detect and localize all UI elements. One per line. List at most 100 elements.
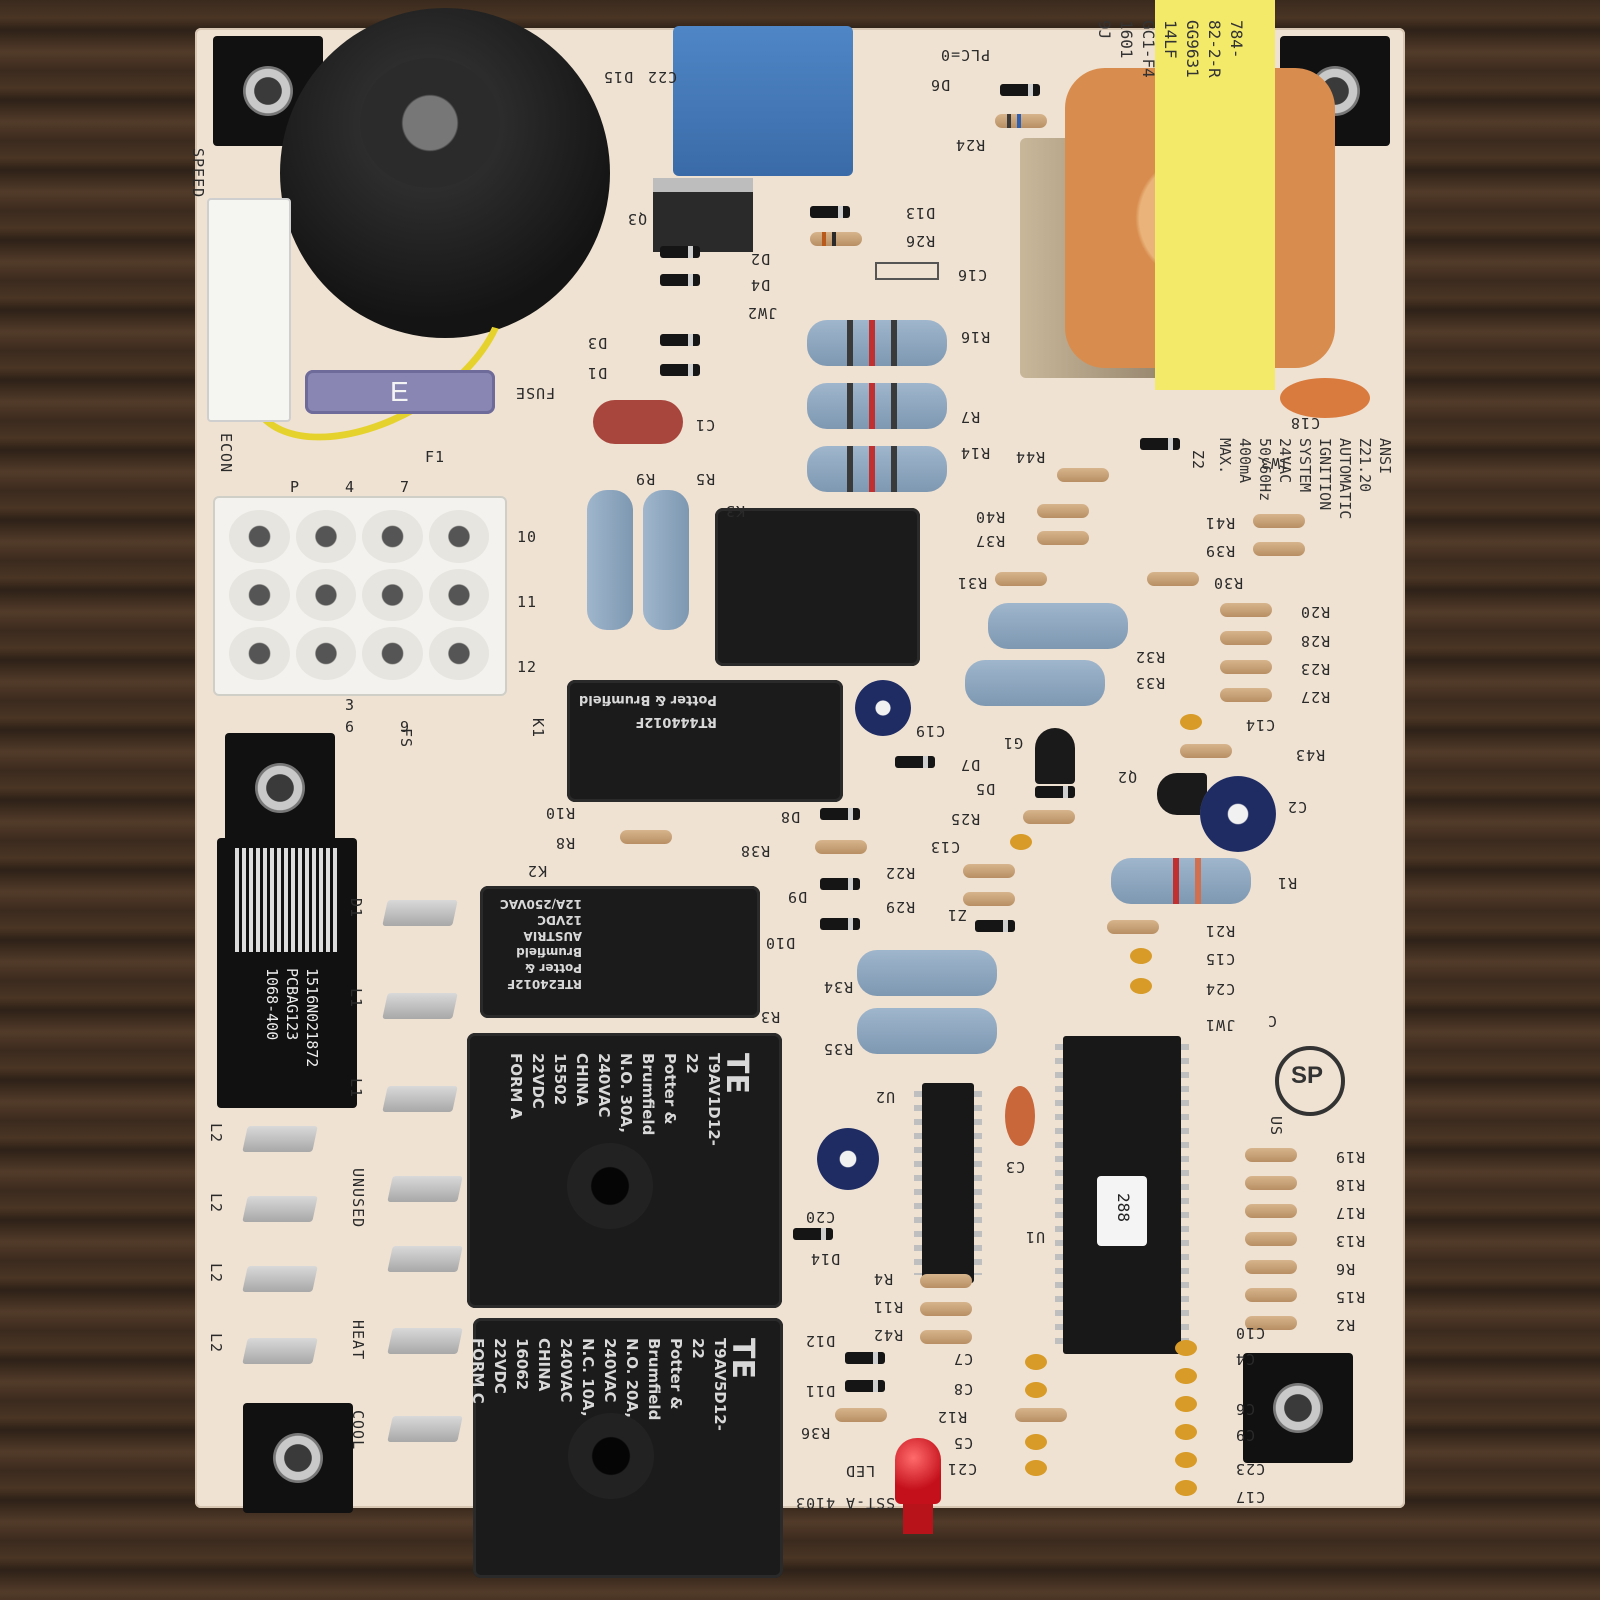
pin-num-10: 10 xyxy=(517,528,538,546)
resistor-r5 xyxy=(643,490,689,630)
resistor-r22 xyxy=(963,864,1015,878)
ref-r6: R6 xyxy=(1335,1260,1356,1278)
ref-k2: K2 xyxy=(527,862,548,880)
diode-d13 xyxy=(810,206,850,218)
terminal-l2-b[interactable] xyxy=(242,1196,318,1222)
capacitor-c14 xyxy=(1180,714,1202,730)
resistor-r27 xyxy=(1220,688,1272,702)
terminal-l1-a[interactable] xyxy=(382,993,458,1019)
ref-c16: C16 xyxy=(957,266,988,284)
ref-z1: Z1 xyxy=(947,906,968,924)
ref-c17: C17 xyxy=(1235,1488,1266,1506)
capacitor-c24 xyxy=(1130,978,1152,994)
ref-r2: R2 xyxy=(1335,1316,1356,1334)
ref-r35: R35 xyxy=(823,1040,854,1058)
diode-d1 xyxy=(660,364,700,376)
pin-num-6: 6 xyxy=(345,718,356,736)
k2-line: RTE24012F xyxy=(506,977,582,991)
pin xyxy=(362,627,423,680)
capacitor-c23 xyxy=(1175,1452,1197,1468)
transformer-line: GC1-F4 1601 xyxy=(1117,20,1158,78)
ref-r18: R18 xyxy=(1335,1176,1366,1194)
heat-relay-model: T9AV1D12-22 xyxy=(683,1053,723,1146)
resistor-r23 xyxy=(1220,660,1272,674)
capacitor-c21 xyxy=(1025,1460,1047,1476)
mount-hole-bottom-right xyxy=(1243,1353,1353,1463)
ref-c14: C14 xyxy=(1245,716,1276,734)
terminal-heat[interactable] xyxy=(387,1328,463,1354)
ref-d12: D12 xyxy=(805,1332,836,1350)
diode-d4 xyxy=(660,274,700,286)
heat-relay-form: FORM A xyxy=(507,1053,525,1120)
ref-r28: R28 xyxy=(1300,632,1331,650)
resistor-r37 xyxy=(1037,531,1089,545)
ref-r15: R15 xyxy=(1335,1288,1366,1306)
resistor-r40 xyxy=(1037,504,1089,518)
terminal-l2-c[interactable] xyxy=(242,1266,318,1292)
ref-r33: R33 xyxy=(1135,674,1166,692)
heat-relay-rating: N.O. 30A, 240VAC xyxy=(595,1053,635,1134)
cool-relay-maker: Potter & Brumfield xyxy=(645,1338,685,1421)
ref-c24: C24 xyxy=(1205,980,1236,998)
diode-z1 xyxy=(975,920,1015,932)
pin xyxy=(428,627,489,680)
terminal-unused[interactable] xyxy=(387,1176,463,1202)
model-line: 1068-400 xyxy=(263,968,281,1041)
k2-line: Brumfield xyxy=(516,945,582,959)
transformer-text: 784-82-2-R GG9631 14LF GC1-F4 1601 9J xyxy=(1093,20,1247,78)
capacitor-c9 xyxy=(1175,1424,1197,1440)
diode-d3 xyxy=(660,334,700,346)
ref-r44: R44 xyxy=(1015,448,1046,466)
pin xyxy=(295,627,356,680)
ref-d4: D4 xyxy=(750,276,771,294)
resistor-r6 xyxy=(1245,1260,1297,1274)
terminal-cool[interactable] xyxy=(387,1416,463,1442)
terminal-d1[interactable] xyxy=(382,900,458,926)
cool-relay-model: T9AV5D12-22 xyxy=(689,1338,729,1431)
terminal-unused-2[interactable] xyxy=(387,1246,463,1272)
resistor-r19 xyxy=(1245,1148,1297,1162)
csa-region: US xyxy=(1267,1116,1285,1137)
ref-u2: U2 xyxy=(875,1088,896,1106)
pin xyxy=(229,627,290,680)
standard-line: ANSI Z21.20 AUTOMATIC IGNITION SYSTEM xyxy=(1296,438,1394,520)
ref-c9: C9 xyxy=(1235,1426,1256,1444)
resistor-r15 xyxy=(1245,1288,1297,1302)
qr-code xyxy=(235,848,339,952)
terminal-l1-b[interactable] xyxy=(382,1086,458,1112)
ref-r11: R11 xyxy=(873,1298,904,1316)
ref-z2: Z2 xyxy=(1189,450,1207,471)
ref-k3: K3 xyxy=(725,502,746,520)
ref-r41: R41 xyxy=(1205,514,1236,532)
pin xyxy=(229,568,290,622)
pin xyxy=(362,510,423,563)
relay-cool: TE T9AV5D12-22 Potter & Brumfield N.O. 2… xyxy=(469,1318,783,1578)
ref-r39: R39 xyxy=(1205,542,1236,560)
pin-num-9: 9 xyxy=(400,718,411,736)
capacitor-c8 xyxy=(1025,1382,1047,1398)
pin xyxy=(229,510,290,563)
resistor-r11 xyxy=(920,1302,972,1316)
led xyxy=(895,1438,941,1504)
terminal-l2-a[interactable] xyxy=(242,1126,318,1152)
terminal-label: L2 xyxy=(207,1263,225,1284)
diode-d8 xyxy=(820,808,860,820)
resistor-r13 xyxy=(1245,1232,1297,1246)
capacitor-c4 xyxy=(1175,1368,1197,1384)
cool-relay-origin: CHINA xyxy=(535,1338,553,1392)
terminal-l2-d[interactable] xyxy=(242,1338,318,1364)
capacitor-c1 xyxy=(593,400,683,444)
model-line: PCBAG123 xyxy=(283,968,301,1041)
k2-line: AUSTRIA xyxy=(523,929,582,943)
ref-d5: D5 xyxy=(975,780,996,798)
capacitor-c3 xyxy=(1005,1086,1035,1146)
ic-u2 xyxy=(914,1083,982,1283)
resistor-r25 xyxy=(1023,810,1075,824)
standard-text: ANSI Z21.20 AUTOMATIC IGNITION SYSTEM 24… xyxy=(1215,438,1395,519)
pin xyxy=(362,568,423,622)
resistor-r24 xyxy=(995,114,1047,128)
ref-led: LED xyxy=(845,1462,876,1480)
ref-c6: C6 xyxy=(1235,1400,1256,1418)
ic-u1: 288 xyxy=(1055,1036,1189,1354)
relay-k1: RT444012F Potter & Brumfield xyxy=(567,680,843,802)
